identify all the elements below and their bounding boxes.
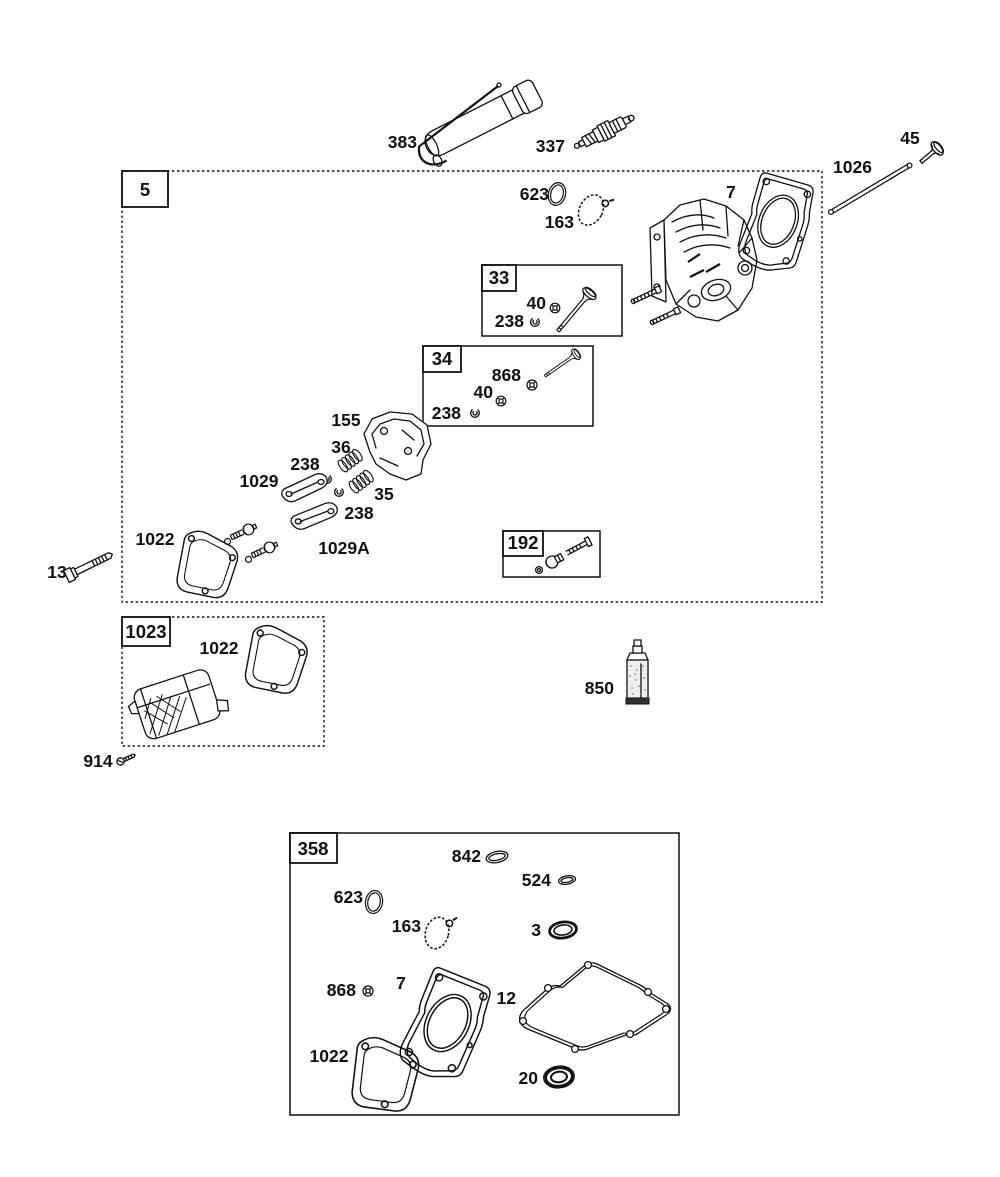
clamp-163-set bbox=[420, 909, 459, 954]
callout-1022-muffler: 1022 bbox=[200, 638, 239, 658]
callout-155: 155 bbox=[331, 410, 360, 430]
callout-3: 3 bbox=[531, 920, 541, 940]
callout-850: 850 bbox=[585, 678, 614, 698]
callout-238-box34: 238 bbox=[432, 403, 461, 423]
callout-7-top: 7 bbox=[726, 182, 736, 202]
group-box-1023-label-frame bbox=[121, 616, 171, 647]
head-gasket-7-top bbox=[734, 170, 820, 279]
rocker-plate-155 bbox=[363, 411, 432, 481]
spring-retainer-40-exhaust bbox=[495, 395, 507, 407]
sealant-bottle-850 bbox=[625, 639, 650, 705]
callout-1022-set: 1022 bbox=[310, 1046, 349, 1066]
head-stud-b bbox=[649, 306, 682, 326]
callout-623-top: 623 bbox=[520, 184, 549, 204]
o-ring-623-set bbox=[363, 888, 385, 916]
callout-842: 842 bbox=[452, 846, 481, 866]
o-ring-524 bbox=[557, 874, 577, 886]
group-box-358-label-frame bbox=[289, 832, 338, 864]
callout-868-box34: 868 bbox=[492, 365, 521, 385]
callout-623-set: 623 bbox=[334, 887, 363, 907]
callout-238-a: 238 bbox=[290, 454, 319, 474]
muffler bbox=[127, 669, 230, 740]
group-label-5: 5 bbox=[140, 179, 150, 200]
group-box-5-label-frame bbox=[121, 170, 169, 208]
callout-868-set: 868 bbox=[327, 980, 356, 1000]
valve-45 bbox=[919, 141, 945, 164]
o-ring-842 bbox=[485, 850, 509, 864]
callout-40-box34: 40 bbox=[474, 382, 494, 402]
spring-retainer-40-intake bbox=[549, 302, 561, 314]
group-box-358 bbox=[289, 832, 680, 1116]
callout-238-box33: 238 bbox=[495, 311, 524, 331]
group-label-33: 33 bbox=[489, 267, 510, 288]
rocker-screw-192 bbox=[565, 536, 593, 556]
rocker-arm-1029 bbox=[281, 473, 328, 503]
callout-163-top: 163 bbox=[545, 212, 574, 232]
group-box-34 bbox=[422, 345, 594, 427]
group-label-1023: 1023 bbox=[125, 621, 166, 642]
head-stud-a bbox=[630, 285, 663, 305]
group-box-5 bbox=[121, 170, 823, 603]
group-box-1023 bbox=[121, 616, 325, 747]
screw-914 bbox=[116, 753, 136, 766]
callout-337: 337 bbox=[536, 136, 565, 156]
o-ring-623-top bbox=[545, 180, 569, 208]
group-box-34-label-frame bbox=[422, 345, 462, 373]
callout-1029: 1029 bbox=[240, 471, 279, 491]
group-box-33-label-frame bbox=[481, 264, 517, 292]
callout-20: 20 bbox=[519, 1068, 539, 1088]
callout-12: 12 bbox=[497, 988, 517, 1008]
rocker-pivot-stud-b bbox=[242, 538, 280, 565]
oil-seal-20 bbox=[543, 1065, 575, 1089]
callout-7-set: 7 bbox=[396, 973, 406, 993]
callout-36: 36 bbox=[331, 437, 351, 457]
callout-40-box33: 40 bbox=[527, 293, 547, 313]
clamp-163-top bbox=[572, 185, 616, 233]
valve-seal-868-set bbox=[362, 985, 374, 997]
group-box-33 bbox=[481, 264, 623, 337]
callout-1026: 1026 bbox=[833, 157, 872, 177]
exhaust-valve bbox=[540, 346, 583, 382]
valve-seal-868 bbox=[526, 379, 538, 391]
rocker-ball-nut-192 bbox=[545, 552, 565, 569]
spark-plug-tube bbox=[417, 79, 543, 167]
spark-plug bbox=[573, 114, 635, 149]
valve-cover-gasket-1022-set bbox=[346, 1034, 424, 1116]
valve-keeper-238-b bbox=[334, 487, 344, 497]
rocker-arm-1029A bbox=[290, 502, 338, 530]
callout-914: 914 bbox=[83, 751, 112, 771]
callout-13: 13 bbox=[47, 562, 67, 582]
cylinder-head bbox=[649, 198, 758, 322]
bolt-13 bbox=[62, 552, 113, 584]
valve-keeper-238-intake bbox=[530, 317, 540, 327]
valve-keeper-238-exhaust bbox=[470, 408, 480, 418]
seal-3 bbox=[548, 920, 578, 940]
crankcase-gasket-12 bbox=[518, 960, 672, 1054]
group-label-192: 192 bbox=[508, 532, 539, 553]
callout-163-set: 163 bbox=[392, 916, 421, 936]
group-label-34: 34 bbox=[432, 348, 453, 369]
group-label-358: 358 bbox=[298, 838, 329, 859]
callout-383: 383 bbox=[388, 132, 417, 152]
valve-spring-35 bbox=[346, 468, 376, 495]
group-box-192-label-frame bbox=[502, 530, 544, 557]
rocker-pivot-stud-a bbox=[221, 520, 259, 547]
callout-1029A: 1029A bbox=[318, 538, 370, 558]
washer-192 bbox=[534, 565, 544, 575]
callout-238-b: 238 bbox=[344, 503, 373, 523]
callout-1022-head: 1022 bbox=[136, 529, 175, 549]
callout-45: 45 bbox=[900, 128, 920, 148]
valve-cover-gasket-1022-muffler-box bbox=[239, 621, 313, 699]
callout-35: 35 bbox=[374, 484, 394, 504]
push-rod bbox=[827, 162, 913, 216]
callout-524: 524 bbox=[522, 870, 551, 890]
